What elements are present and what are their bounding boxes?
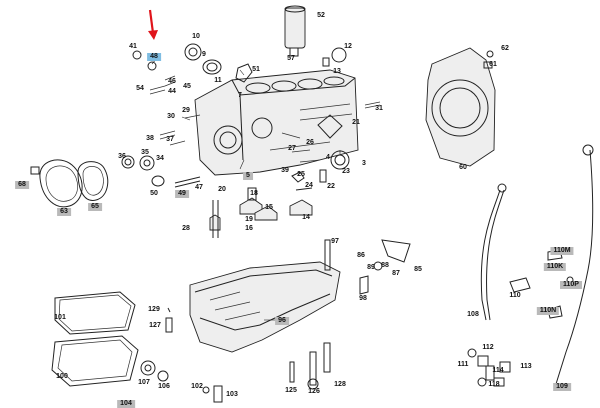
callout-23[interactable]: 23 [342,168,350,175]
front-components [121,132,350,191]
callout-5[interactable]: 5 [243,172,253,180]
bearing-caps [209,187,313,238]
callout-88[interactable]: 88 [381,262,389,269]
callout-110N[interactable]: 110N [536,307,560,315]
callout-106[interactable]: 106 [158,383,170,390]
callout-11[interactable]: 11 [214,77,222,84]
callout-28[interactable]: 28 [182,225,190,232]
callout-30[interactable]: 30 [167,113,175,120]
callout-9[interactable]: 9 [202,51,206,58]
callout-51[interactable]: 51 [252,66,260,73]
callout-86[interactable]: 86 [357,252,365,259]
callout-31[interactable]: 31 [375,105,383,112]
selection-arrow-icon [148,9,158,40]
callout-102[interactable]: 102 [191,383,203,390]
callout-128[interactable]: 128 [334,381,346,388]
callout-129[interactable]: 129 [148,306,160,313]
callout-39[interactable]: 39 [281,167,289,174]
drain-and-bolts [140,307,331,403]
callout-98[interactable]: 98 [359,295,367,302]
callout-127[interactable]: 127 [149,322,161,329]
callout-22[interactable]: 22 [327,183,335,190]
callout-21[interactable]: 21 [352,119,360,126]
callout-13[interactable]: 13 [333,68,341,75]
callout-126[interactable]: 126 [308,388,320,395]
callout-37[interactable]: 37 [166,136,174,143]
flywheel-housing [425,47,496,167]
callout-60[interactable]: 60 [459,164,467,171]
callout-107[interactable]: 107 [138,379,150,386]
callout-25[interactable]: 25 [297,171,305,178]
callout-16[interactable]: 16 [245,225,253,232]
callout-100[interactable]: 100 [56,373,68,380]
callout-110M[interactable]: 110M [550,247,574,255]
callout-110K[interactable]: 110K [543,263,567,271]
callout-114[interactable]: 114 [492,367,504,374]
callout-45[interactable]: 45 [183,83,191,90]
callout-36[interactable]: 36 [118,153,126,160]
timing-covers [30,159,109,208]
callout-27[interactable]: 27 [288,145,296,152]
callout-118[interactable]: 118 [488,381,500,388]
callout-109[interactable]: 109 [553,383,571,391]
callout-103[interactable]: 103 [226,391,238,398]
callout-4[interactable]: 4 [326,154,330,161]
callout-63[interactable]: 63 [57,208,71,216]
callout-44[interactable]: 44 [168,88,176,95]
callout-87[interactable]: 87 [392,270,400,277]
callout-19[interactable]: 19 [245,216,253,223]
callout-54[interactable]: 54 [136,85,144,92]
oil-pan-gaskets [51,291,139,387]
callout-12[interactable]: 12 [344,43,352,50]
callout-61[interactable]: 61 [489,61,497,68]
cylinder-liner [284,5,306,57]
sensor-parts [467,348,511,387]
callout-20[interactable]: 20 [218,186,226,193]
callout-26[interactable]: 26 [306,139,314,146]
callout-48[interactable]: 48 [147,53,161,61]
callout-41[interactable]: 41 [129,43,137,50]
callout-24[interactable]: 24 [305,182,313,189]
dipstick-assembly [480,144,594,385]
callout-57[interactable]: 57 [287,55,295,62]
callout-14[interactable]: 14 [302,214,310,221]
callout-89[interactable]: 89 [367,264,375,271]
callout-110P[interactable]: 110P [560,281,582,289]
callout-85[interactable]: 85 [414,266,422,273]
callout-125[interactable]: 125 [285,387,297,394]
callout-68[interactable]: 68 [15,181,29,189]
oil-pan [189,239,411,353]
callout-38[interactable]: 38 [146,135,154,142]
callout-97[interactable]: 97 [331,238,339,245]
callout-110[interactable]: 110 [509,292,521,299]
callout-111[interactable]: 111 [457,361,469,368]
callout-35[interactable]: 35 [141,149,149,156]
callout-10[interactable]: 10 [192,33,200,40]
callout-52[interactable]: 52 [317,12,325,19]
callout-3[interactable]: 3 [362,160,366,167]
callout-108[interactable]: 108 [467,311,479,318]
callout-101[interactable]: 101 [54,314,66,321]
callout-18[interactable]: 18 [250,190,258,197]
callout-15[interactable]: 15 [265,204,273,211]
callout-62[interactable]: 62 [501,45,509,52]
callout-49[interactable]: 49 [175,190,189,198]
callout-34[interactable]: 34 [156,155,164,162]
callout-112[interactable]: 112 [482,344,494,351]
callout-50[interactable]: 50 [150,190,158,197]
callout-7[interactable]: 7 [238,92,242,99]
callout-113[interactable]: 113 [520,363,532,370]
callout-29[interactable]: 29 [182,107,190,114]
top-seals [132,43,381,146]
callout-47[interactable]: 47 [195,184,203,191]
callout-104[interactable]: 104 [117,400,135,408]
engine-block [194,69,359,176]
callout-96[interactable]: 96 [275,317,289,325]
callout-65[interactable]: 65 [88,203,102,211]
callout-46[interactable]: 46 [168,78,176,85]
